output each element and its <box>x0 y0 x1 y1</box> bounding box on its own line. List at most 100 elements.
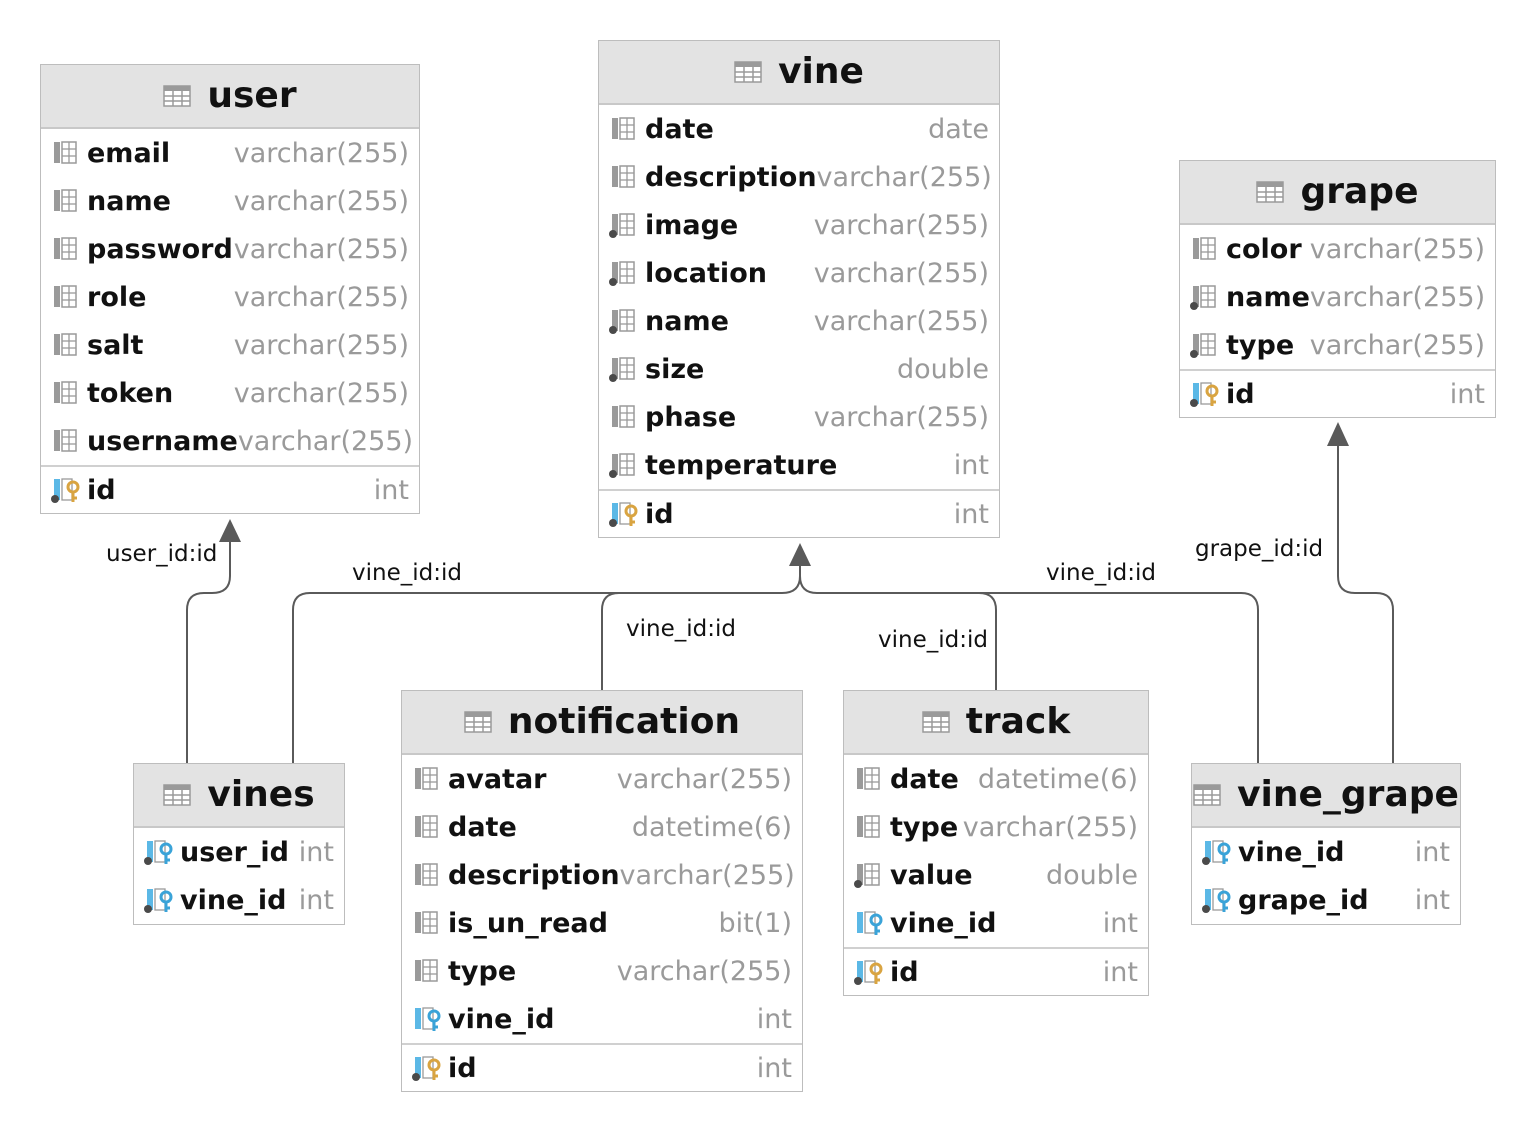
column-icon <box>609 356 639 382</box>
table-header[interactable]: notification <box>402 691 802 755</box>
column-icon <box>412 766 442 792</box>
column-name: date <box>448 811 517 843</box>
table-header[interactable]: user <box>41 65 419 129</box>
edge-vines-vine <box>292 565 801 763</box>
column-type: int <box>373 474 409 506</box>
table-header[interactable]: vine_grape <box>1192 764 1460 828</box>
foreign-key-icon <box>144 887 174 913</box>
edge-label-notification-vine-id: vine_id:id <box>626 616 736 642</box>
column-icon <box>51 140 81 166</box>
column-name: type <box>890 811 959 843</box>
column-row-notification-date[interactable]: date datetime(6) <box>402 803 802 851</box>
table-name: user <box>207 75 297 116</box>
column-name: temperature <box>645 449 838 481</box>
column-name: color <box>1226 233 1302 265</box>
column-icon <box>609 164 639 190</box>
edge-label-track-vine-id: vine_id:id <box>878 627 988 653</box>
column-type: int <box>1414 836 1450 868</box>
table-header[interactable]: vines <box>134 764 344 828</box>
column-icon <box>1190 284 1220 310</box>
foreign-key-icon <box>412 1006 442 1032</box>
column-type: datetime(6) <box>631 811 792 843</box>
column-type: varchar(255) <box>233 137 409 169</box>
column-name: id <box>645 498 674 530</box>
table-icon <box>734 61 762 83</box>
column-icon <box>1190 332 1220 358</box>
column-name: date <box>890 763 959 795</box>
column-row-track-date[interactable]: date datetime(6) <box>844 755 1148 803</box>
table-header[interactable]: grape <box>1180 161 1495 225</box>
column-icon <box>609 452 639 478</box>
table-icon <box>1193 784 1221 806</box>
arrowhead-vine <box>789 543 811 566</box>
column-icon <box>609 212 639 238</box>
column-type: int <box>1102 956 1138 988</box>
column-type: varchar(255) <box>616 955 792 987</box>
column-icon <box>854 766 884 792</box>
column-icon <box>412 910 442 936</box>
edge-label-vinegrape-vine-id: vine_id:id <box>1046 560 1156 586</box>
column-type: varchar(255) <box>816 161 992 193</box>
column-icon <box>609 308 639 334</box>
table-header[interactable]: vine <box>599 41 999 105</box>
column-type: bit(1) <box>718 907 792 939</box>
column-type: varchar(255) <box>813 401 989 433</box>
table-header[interactable]: track <box>844 691 1148 755</box>
edge-vinegrape-grape <box>1337 445 1394 763</box>
column-icon <box>51 428 81 454</box>
arrowhead-grape <box>1327 422 1349 446</box>
column-icon <box>854 814 884 840</box>
column-type: datetime(6) <box>977 763 1138 795</box>
column-type: varchar(255) <box>1309 233 1485 265</box>
column-type: varchar(255) <box>233 281 409 313</box>
column-type: double <box>1045 859 1138 891</box>
column-name: username <box>87 425 238 457</box>
column-name: grape_id <box>1238 884 1369 916</box>
table-name: notification <box>507 701 741 742</box>
foreign-key-icon <box>854 910 884 936</box>
